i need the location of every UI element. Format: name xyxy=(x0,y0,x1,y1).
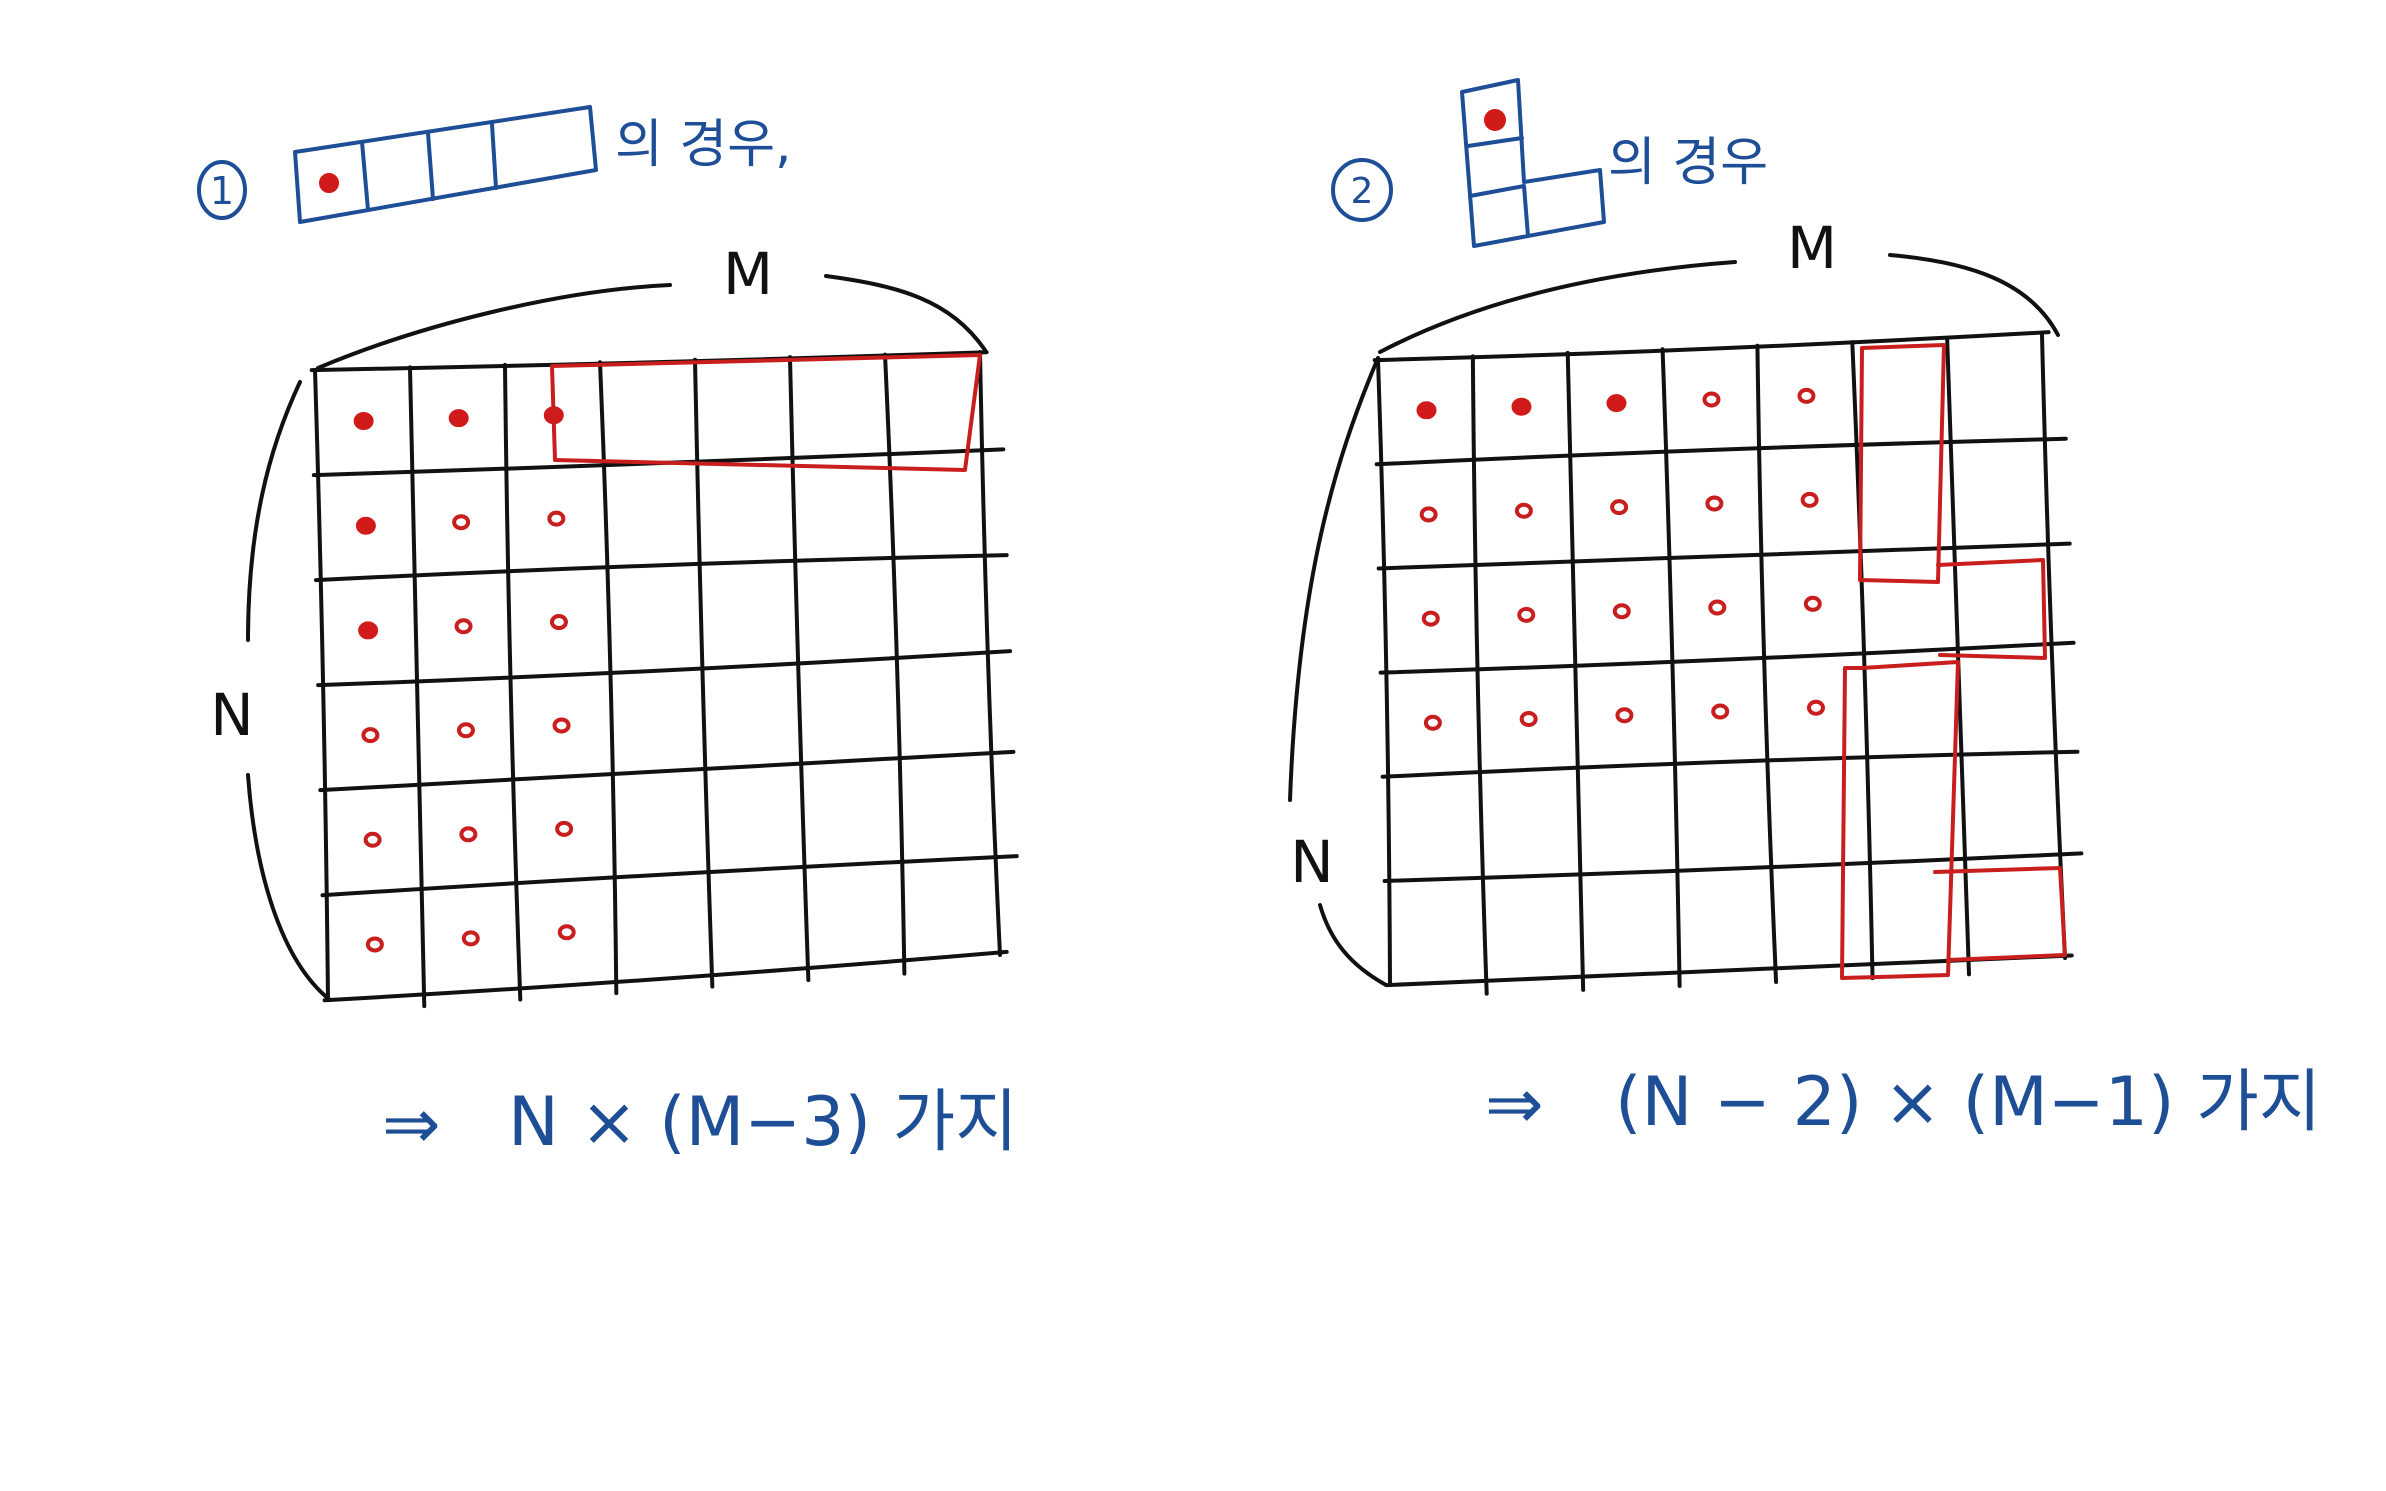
grid-cell-dot xyxy=(1806,699,1825,716)
grid-cell-dot xyxy=(1419,506,1438,523)
case1-label: 의 경우, xyxy=(615,115,792,175)
grid-cell-dot xyxy=(1606,394,1627,413)
grid-cell-dot xyxy=(454,618,473,635)
grid-cell-dot xyxy=(1615,707,1634,724)
grid-row-line xyxy=(313,553,1009,583)
case1-dim-m: M xyxy=(723,240,773,308)
case1-grid xyxy=(309,350,1019,1009)
grid-column-line xyxy=(1376,358,1392,987)
grid-cell-dot xyxy=(1517,606,1536,623)
case2-result-arrow: ⇒ xyxy=(1485,1063,1544,1145)
grid-cell-dot xyxy=(1705,495,1724,512)
case2-dots xyxy=(1416,387,1825,731)
grid-cell-dot xyxy=(557,924,576,941)
grid-cell-dot xyxy=(549,614,568,631)
case2-label: 의 경우 xyxy=(1608,133,1768,193)
grid-cell-dot xyxy=(361,727,380,744)
case2-number: 2 xyxy=(1351,171,1374,212)
grid-cell-dot xyxy=(1702,391,1721,408)
grid-column-line xyxy=(408,365,427,1009)
grid-cell-dot xyxy=(363,831,382,848)
grid-row-line xyxy=(318,749,1016,793)
grid-cell-dot xyxy=(1800,491,1819,508)
case1-red-highlight xyxy=(550,353,982,472)
grid-column-line xyxy=(503,362,523,1002)
grid-row-line xyxy=(1372,330,2051,363)
grid-cell-dot xyxy=(358,621,379,640)
case2-dim-n: N xyxy=(1290,828,1333,896)
grid-column-line xyxy=(598,360,619,996)
case2-result: (N − 2) × (M−1) 가지 xyxy=(1615,1063,2321,1142)
case2-n-brace xyxy=(1288,356,1380,802)
case1-n-brace xyxy=(246,380,302,642)
case1-dim-n: N xyxy=(210,681,253,749)
case1-number-circle xyxy=(197,160,247,220)
grid-column-line xyxy=(883,352,907,976)
case1-result-arrow: ⇒ xyxy=(382,1083,441,1165)
grid-cell-dot xyxy=(353,412,374,431)
case2-number-circle xyxy=(1331,158,1393,222)
grid-cell-dot xyxy=(1711,703,1730,720)
grid-cell-dot xyxy=(547,510,566,527)
case2-red-highlights xyxy=(1840,343,2067,980)
grid-cell-dot xyxy=(459,826,478,843)
case1-number: 1 xyxy=(210,169,234,213)
case2-m-brace xyxy=(1378,260,1737,354)
grid-cell-dot xyxy=(552,717,571,734)
case2-dim-m: M xyxy=(1787,214,1837,282)
grid-cell-dot xyxy=(365,936,384,953)
case1-piece-tromino-line xyxy=(293,105,598,224)
grid-column-line xyxy=(693,357,715,989)
grid-cell-dot xyxy=(1803,595,1822,612)
grid-cell-dot xyxy=(448,409,469,428)
grid-row-line xyxy=(322,949,1009,1003)
grid-column-line xyxy=(978,350,1002,957)
grid-cell-dot xyxy=(1514,502,1533,519)
grid-column-line xyxy=(1470,354,1489,996)
grid-cell-dot xyxy=(555,820,574,837)
grid-column-line xyxy=(1850,340,1875,981)
grid-row-line xyxy=(1382,851,2084,883)
grid-column-line xyxy=(788,355,811,983)
grid-cell-dot xyxy=(1797,387,1816,404)
grid-cell-dot xyxy=(1423,714,1442,731)
grid-column-line xyxy=(1755,343,1779,985)
grid-cell-dot xyxy=(456,722,475,739)
grid-row-line xyxy=(320,854,1019,898)
grid-row-line xyxy=(316,649,1013,688)
case1-m-brace xyxy=(316,283,672,370)
grid-cell-dot xyxy=(461,930,480,947)
grid-column-line xyxy=(1565,350,1586,992)
case2-header: 2 의 경우 M N xyxy=(1288,78,2060,987)
grid-cell-dot xyxy=(1511,397,1532,416)
case1-result: N × (M−3) 가지 xyxy=(508,1083,1018,1162)
grid-row-line xyxy=(1380,749,2080,779)
grid-column-line xyxy=(1660,347,1682,988)
grid-cell-dot xyxy=(1612,603,1631,620)
grid-row-line xyxy=(1374,436,2068,467)
grid-cell-dot xyxy=(1708,599,1727,616)
grid-column-line xyxy=(1945,336,1971,977)
grid-cell-dot xyxy=(1610,499,1629,516)
case1-header: 1 의 경우, M N xyxy=(197,105,987,1002)
case2-piece-l-tromino xyxy=(1460,78,1606,248)
case2-grid xyxy=(1372,330,2084,996)
grid-column-line xyxy=(313,368,330,1002)
grid-cell-dot xyxy=(355,516,376,535)
grid-cell-dot xyxy=(1519,710,1538,727)
grid-cell-dot xyxy=(1421,610,1440,627)
grid-cell-dot xyxy=(1416,401,1437,420)
grid-cell-dot xyxy=(452,514,471,531)
